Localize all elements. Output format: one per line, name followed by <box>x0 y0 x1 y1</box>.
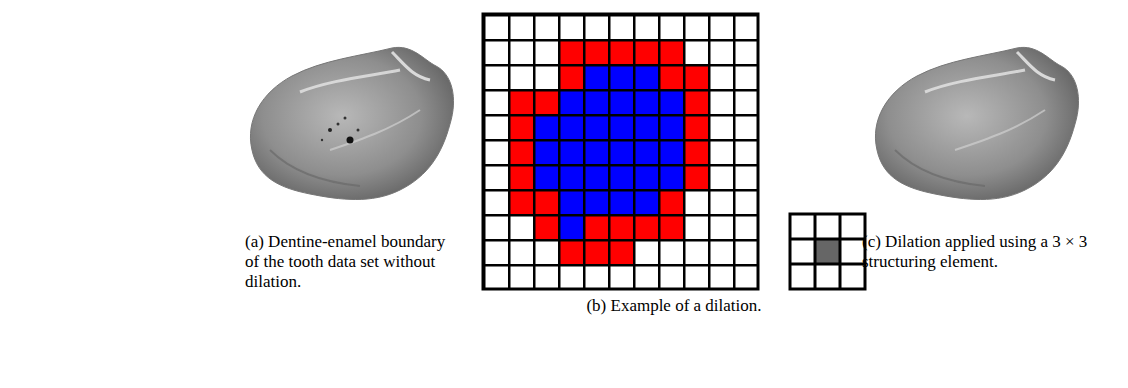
tooth-image-dilated <box>875 47 1078 199</box>
tooth-image <box>250 47 453 199</box>
subfigure-caption: (b) Example of a dilation. <box>483 296 865 316</box>
subfigure-caption: (a) Dentine-enamel boundary of the tooth… <box>245 232 460 292</box>
subfigure-caption: (c) Dilation applied using a 3 × 3 struc… <box>862 232 1090 272</box>
structuring-element <box>790 214 865 289</box>
dilation-grid <box>483 14 758 289</box>
